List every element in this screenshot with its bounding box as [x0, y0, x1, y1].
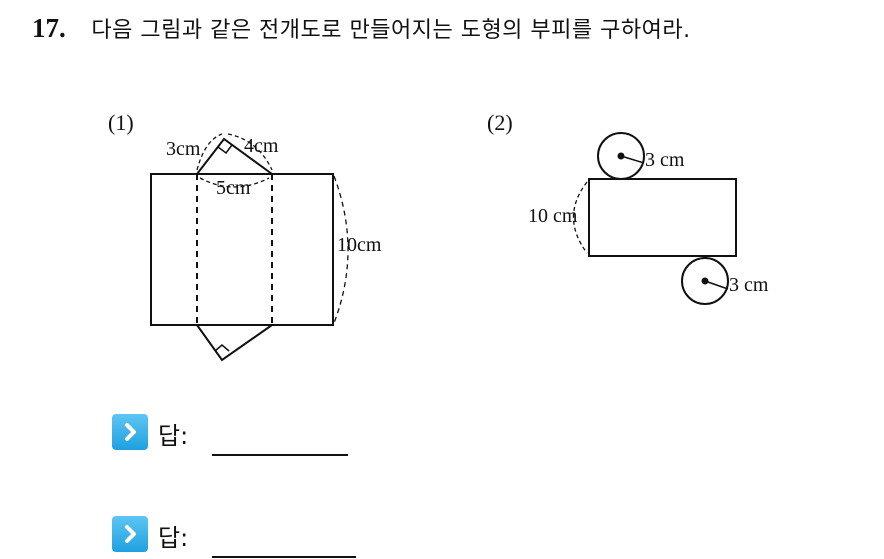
answer-row-2: 답:	[112, 516, 372, 558]
dim-3cm: 3cm	[166, 138, 201, 160]
figure-1-label: (1)	[108, 110, 134, 135]
arrow-right-icon	[112, 516, 148, 552]
bottom-right-angle-mark	[214, 344, 230, 352]
figure-2-label: (2)	[487, 110, 513, 135]
cylinder-side-rect	[588, 178, 737, 257]
bottom-circle-center	[701, 277, 709, 285]
dim-10cm: 10cm	[337, 234, 382, 256]
arrow-right-icon	[112, 414, 148, 450]
dim-cyl-height: 10 cm	[528, 205, 578, 227]
arc-4cm	[227, 133, 273, 171]
question-text: 다음 그림과 같은 전개도로 만들어지는 도형의 부피를 구하여라.	[91, 18, 691, 43]
arc-3cm	[196, 133, 223, 171]
dim-radius-bottom: 3 cm	[729, 274, 769, 296]
bottom-triangle	[196, 324, 273, 362]
arc-5cm	[199, 177, 270, 188]
answer-label-2: 답:	[158, 524, 189, 552]
cylinder-net	[572, 132, 737, 305]
prism-net	[150, 133, 349, 362]
dim-4cm: 4cm	[244, 135, 279, 157]
answer-input-2[interactable]	[212, 556, 356, 558]
top-right-angle-mark	[217, 144, 233, 155]
question-header: 17. 다음 그림과 같은 전개도로 만들어지는 도형의 부피를 구하여라.	[32, 12, 691, 44]
top-circle-center	[617, 152, 625, 160]
question-number: 17.	[32, 13, 66, 43]
bottom-radius-line	[704, 280, 729, 290]
answer-label-1: 답:	[158, 422, 189, 450]
bottom-circle	[681, 257, 729, 305]
top-triangle	[196, 137, 273, 175]
answer-row-1: 답:	[112, 414, 372, 456]
dim-5cm: 5cm	[216, 177, 251, 199]
arc-cyl-height	[572, 181, 588, 254]
top-radius-line	[620, 155, 645, 164]
dim-radius-top: 3 cm	[645, 149, 685, 171]
arc-10cm	[333, 175, 349, 324]
answer-input-1[interactable]	[212, 454, 348, 456]
